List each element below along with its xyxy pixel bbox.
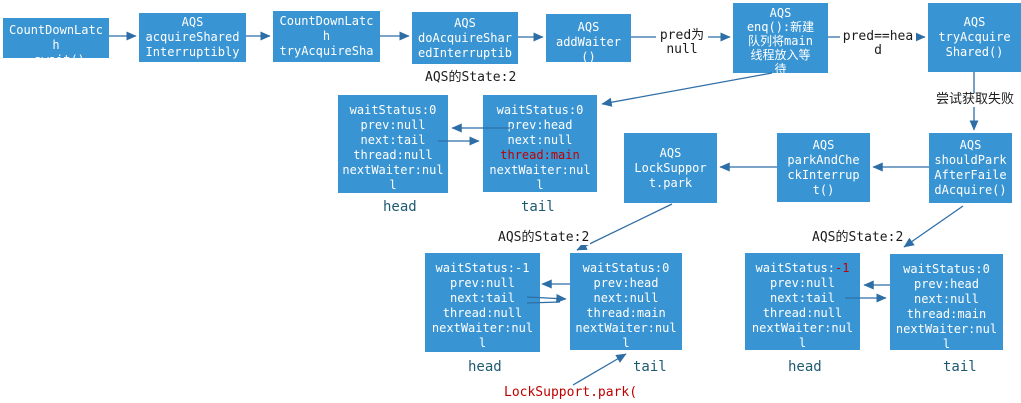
node-line: l — [389, 178, 397, 192]
flow-box-aqs-do-acquire-shared-interruptibly: AQS doAcquireShar edInterruptib — [412, 12, 518, 64]
flow-box-aqs-acquire-shared-interruptibly: AQS acquireShared Interruptibly — [139, 13, 246, 62]
queue3-tail-label: tail — [943, 359, 977, 375]
flow-box-aqs-locksupport-park: AQS LockSuppor t.park — [624, 133, 717, 203]
node-line: thread:null — [353, 148, 433, 162]
node-line: prev:head — [913, 277, 980, 291]
queue2-tail-node: waitStatus:0 prev:head next:null thread:… — [570, 253, 682, 350]
node-line: l — [942, 337, 951, 350]
node-line: thread:null — [442, 306, 523, 320]
node-line: waitStatus:0 — [349, 103, 437, 117]
node-line: waitStatus:0 — [903, 262, 990, 276]
node-line: l — [478, 336, 487, 350]
node-line: nextWaiter:nul — [751, 321, 854, 335]
node-line: next:null — [913, 292, 980, 306]
waitstatus-red-value: -1 — [835, 261, 850, 275]
node-line: l — [798, 336, 807, 350]
queue2-head-node: waitStatus:-1 prev:null next:tail thread… — [425, 253, 540, 352]
node-line: prev:null — [360, 118, 426, 132]
edge-label-try-acquire-fail: 尝试获取失败 — [935, 92, 1016, 107]
flow-box-countdownlatch-try-acquire-shared: CountDownLatc h tryAcquireSha — [273, 11, 380, 62]
flow-box-aqs-park-and-check-interrupt: AQS parkAndChe ckInterrup t() — [777, 133, 870, 202]
node-line: waitStatus:-1 — [435, 261, 530, 275]
node-line: prev:null — [769, 276, 836, 290]
flow-box-aqs-try-acquire-shared: AQS tryAcquire Shared() — [928, 3, 1021, 72]
node-line: l — [536, 178, 544, 192]
node-line: next:null — [507, 133, 573, 147]
queue2-tail-label: tail — [633, 359, 667, 375]
node-line: prev:head — [507, 118, 573, 132]
node-line: nextWaiter:nul — [431, 321, 534, 335]
node-line: next:null — [593, 291, 659, 305]
queue1-head-node: waitStatus:0 prev:null next:tail thread:… — [338, 95, 448, 193]
waitstatus-prefix: waitStatus: — [755, 261, 836, 275]
node-line-waitstatus: waitStatus:-1 — [745, 261, 860, 276]
node-line: thread:main — [586, 306, 666, 320]
node-line: l — [622, 336, 630, 350]
node-line-thread-main: thread:main — [500, 148, 580, 162]
node-line: thread:null — [762, 306, 843, 320]
queue3-tail-node: waitStatus:0 prev:head next:null thread:… — [890, 254, 1003, 350]
flow-box-countdownlatch-await: CountDownLatc h .await() — [3, 18, 109, 58]
state-label-bottom-left: AQS的State:2 — [497, 230, 591, 245]
queue1-head-label: head — [383, 199, 417, 215]
node-line: nextWaiter:nul — [895, 322, 998, 336]
edge-label-pred-null: pred为 null — [656, 29, 708, 57]
queue1-tail-node: waitStatus:0 prev:head next:null thread:… — [483, 95, 597, 192]
flow-box-aqs-should-park-after-failed-acquire: AQS shouldPark AfterFaile dAcquire() — [929, 133, 1012, 203]
node-line: nextWaiter:nul — [342, 163, 444, 177]
node-line: waitStatus:0 — [496, 103, 584, 117]
node-line: prev:head — [593, 276, 659, 290]
node-line: prev:null — [449, 276, 516, 290]
node-line: thread:main — [906, 307, 987, 321]
node-line: next:tail — [769, 291, 836, 305]
node-line: next:tail — [360, 133, 426, 147]
queue3-head-label: head — [788, 359, 822, 375]
queue2-head-label: head — [468, 359, 502, 375]
queue3-head-node: waitStatus:-1 prev:null next:tail thread… — [745, 253, 860, 350]
queue1-tail-label: tail — [521, 199, 555, 215]
node-line: waitStatus:0 — [582, 261, 670, 275]
node-line: nextWaiter:nul — [575, 321, 677, 335]
node-line: nextWaiter:nul — [489, 163, 591, 177]
node-line: next:tail — [449, 291, 516, 305]
state-label-top: AQS的State:2 — [424, 70, 518, 85]
locksupport-park-call-label: LockSupport.park( — [503, 385, 639, 400]
edge-label-pred-head: pred==hea d — [840, 30, 916, 58]
flow-box-aqs-enq: AQS enq():新建 队列将main 线程放入等 待 — [733, 3, 828, 73]
flow-box-aqs-add-waiter: AQS addWaiter () — [546, 14, 631, 62]
state-label-bottom-right: AQS的State:2 — [811, 230, 905, 245]
